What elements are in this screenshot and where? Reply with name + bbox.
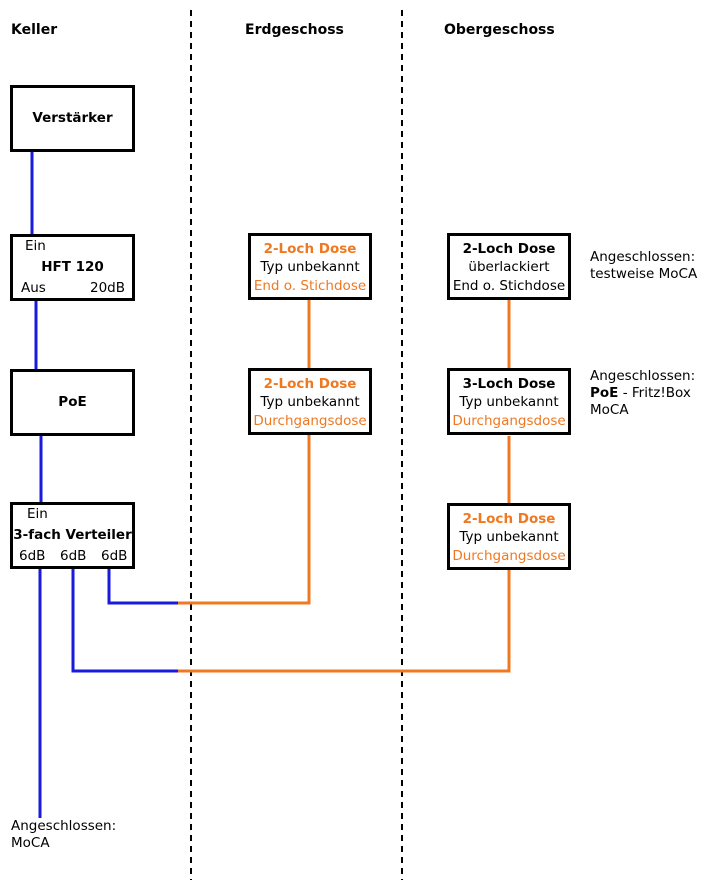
og-note2-line1: Angeschlossen: bbox=[590, 368, 696, 384]
verteiler-out2-label: 6dB bbox=[60, 548, 87, 564]
poe-label: PoE bbox=[58, 394, 87, 410]
cable-eg-line bbox=[178, 432, 311, 605]
og-dose2-type: Typ unbekannt bbox=[459, 394, 559, 410]
poe-box: PoE bbox=[10, 369, 135, 436]
og-note1: Angeschlossen: testweise MoCA bbox=[590, 249, 697, 283]
header-keller: Keller bbox=[11, 22, 58, 38]
og-note2-rest: - Fritz!Box bbox=[618, 385, 691, 401]
og-dose1-box: 2-Loch Dose überlackiert End o. Stichdos… bbox=[447, 233, 571, 300]
eg-dose2-box: 2-Loch Dose Typ unbekannt Durchgangsdose bbox=[248, 368, 372, 435]
header-erdgeschoss: Erdgeschoss bbox=[245, 22, 344, 38]
eg-dose1-box: 2-Loch Dose Typ unbekannt End o. Stichdo… bbox=[248, 233, 372, 300]
hft-box: Ein HFT 120 Aus 20dB bbox=[10, 234, 135, 301]
keller-note-line1: Angeschlossen: bbox=[11, 818, 117, 834]
og-dose2-box: 3-Loch Dose Typ unbekannt Durchgangsdose bbox=[447, 368, 571, 435]
og-dose3-title: 2-Loch Dose bbox=[462, 511, 556, 527]
verteiler-in-label: Ein bbox=[27, 506, 48, 522]
eg-dose1-type: Typ unbekannt bbox=[260, 259, 360, 275]
eg-dose1-title: 2-Loch Dose bbox=[263, 241, 357, 257]
keller-note-line2: MoCA bbox=[11, 835, 50, 851]
og-dose1-kind: End o. Stichdose bbox=[452, 278, 566, 294]
og-dose3-box: 2-Loch Dose Typ unbekannt Durchgangsdose bbox=[447, 503, 571, 570]
og-dose3-kind: Durchgangsdose bbox=[452, 548, 566, 564]
og-dose3-type: Typ unbekannt bbox=[459, 529, 559, 545]
og-note1-line1: Angeschlossen: bbox=[590, 249, 696, 265]
og-dose2-title: 3-Loch Dose bbox=[462, 376, 556, 392]
keller-note: Angeschlossen: MoCA bbox=[11, 818, 116, 852]
eg-dose2-type: Typ unbekannt bbox=[260, 394, 360, 410]
og-dose1-type: überlackiert bbox=[468, 259, 550, 275]
og-note2-poe: PoE bbox=[590, 385, 619, 401]
og-dose1-title: 2-Loch Dose bbox=[462, 241, 556, 257]
verteiler-out1-label: 6dB bbox=[19, 548, 46, 564]
og-dose2-kind: Durchgangsdose bbox=[452, 413, 566, 429]
verteiler-out3-label: 6dB bbox=[101, 548, 128, 564]
verteiler-title: 3-fach Verteiler bbox=[13, 527, 132, 543]
verteiler-box: Ein 3-fach Verteiler 6dB 6dB 6dB bbox=[10, 502, 135, 569]
eg-dose2-kind: Durchgangsdose bbox=[253, 413, 367, 429]
verstaerker-box: Verstärker bbox=[10, 85, 135, 152]
hft-gain-label: 20dB bbox=[89, 280, 125, 296]
eg-dose2-title: 2-Loch Dose bbox=[263, 376, 357, 392]
verstaerker-label: Verstärker bbox=[32, 110, 113, 126]
hft-title: HFT 120 bbox=[41, 259, 104, 275]
og-note2-line3: MoCA bbox=[590, 402, 629, 418]
cable-og-line bbox=[178, 569, 511, 673]
og-note1-line2: testweise MoCA bbox=[590, 266, 698, 282]
header-obergeschoss: Obergeschoss bbox=[444, 22, 555, 38]
og-note2: Angeschlossen: PoE - Fritz!Box MoCA bbox=[590, 368, 695, 419]
eg-dose1-kind: End o. Stichdose bbox=[253, 278, 367, 294]
cable-verteiler-out2 bbox=[71, 569, 178, 673]
hft-in-label: Ein bbox=[25, 238, 46, 254]
hft-out-label: Aus bbox=[21, 280, 46, 296]
og-note2-line2: PoE - Fritz!Box bbox=[590, 385, 695, 402]
cable-verteiler-out3 bbox=[107, 569, 178, 605]
